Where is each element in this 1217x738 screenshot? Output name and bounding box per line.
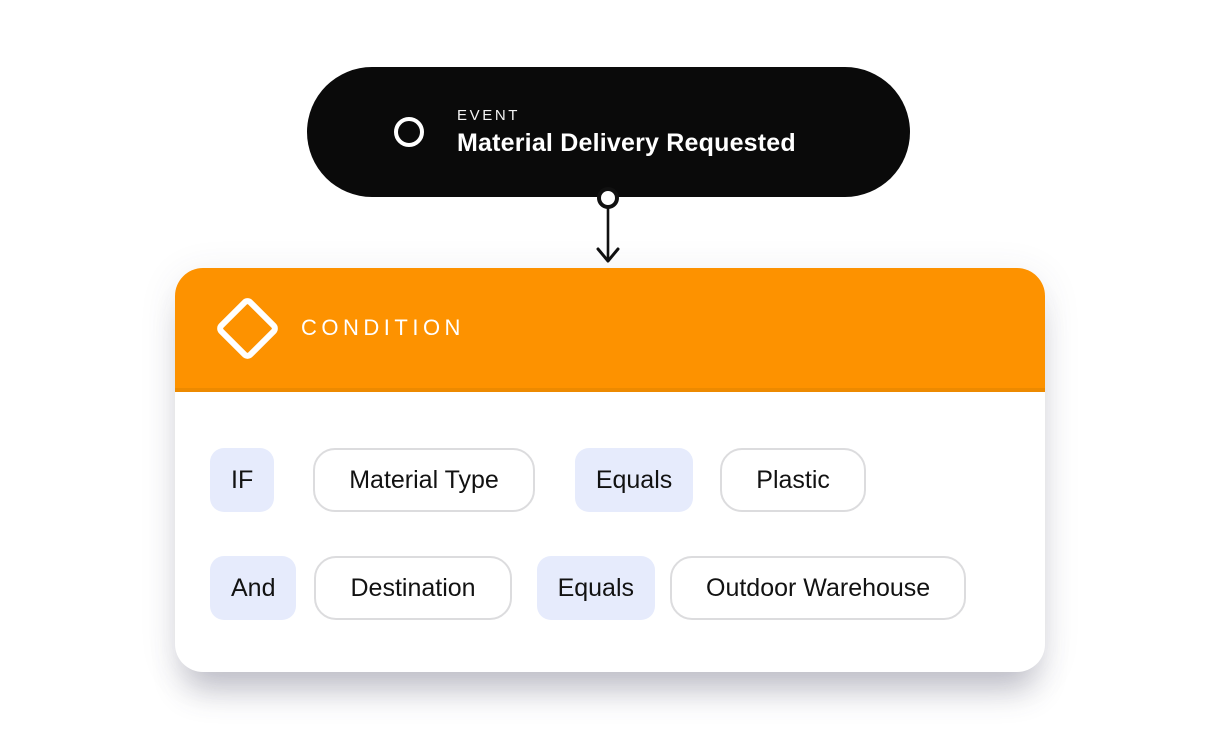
event-title: Material Delivery Requested <box>457 128 796 157</box>
connector-arrow-icon <box>596 187 620 263</box>
condition-node[interactable]: CONDITION IF Material Type Equals Plasti… <box>175 268 1045 672</box>
event-node[interactable]: EVENT Material Delivery Requested <box>307 67 910 197</box>
condition-body: IF Material Type Equals Plastic And Dest… <box>175 392 1045 620</box>
condition-row-2: And Destination Equals Outdoor Warehouse <box>210 556 1045 620</box>
value-chip-plastic[interactable]: Plastic <box>720 448 866 512</box>
circle-outline-icon <box>394 117 424 147</box>
condition-label: CONDITION <box>301 315 465 340</box>
event-text-block: EVENT Material Delivery Requested <box>457 107 796 158</box>
field-chip-destination[interactable]: Destination <box>314 556 512 620</box>
diamond-outline-icon <box>213 294 281 362</box>
comparator-chip-equals-1[interactable]: Equals <box>574 448 694 512</box>
field-chip-material-type[interactable]: Material Type <box>313 448 535 512</box>
operator-chip-if[interactable]: IF <box>210 448 275 512</box>
operator-chip-and[interactable]: And <box>210 556 297 620</box>
condition-header: CONDITION <box>175 268 1045 392</box>
comparator-chip-equals-2[interactable]: Equals <box>536 556 656 620</box>
value-chip-outdoor-warehouse[interactable]: Outdoor Warehouse <box>670 556 967 620</box>
event-type-label: EVENT <box>457 106 521 124</box>
condition-row-1: IF Material Type Equals Plastic <box>210 448 1045 512</box>
